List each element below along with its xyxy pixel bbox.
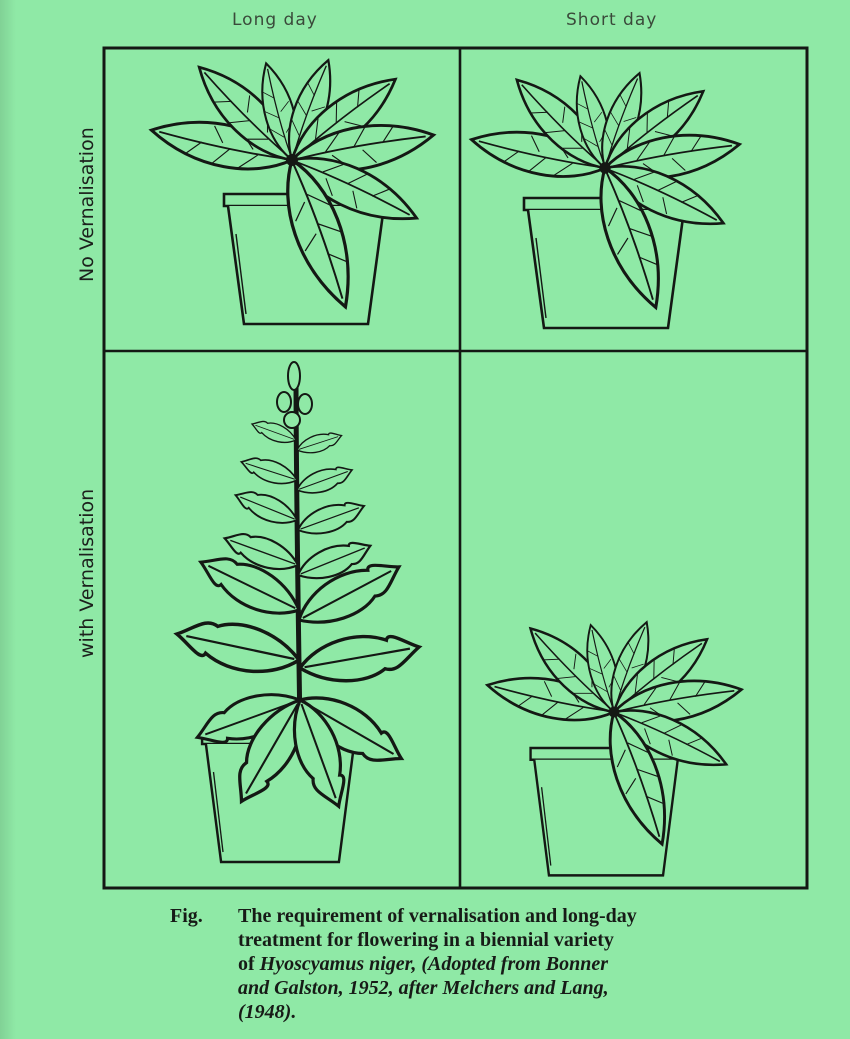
- caption-line-4: and Galston, 1952, after Melchers and La…: [238, 976, 810, 1000]
- caption-line-2: treatment for flowering in a biennial va…: [238, 928, 810, 952]
- caption-line-3-prefix: of: [238, 953, 260, 975]
- plant-no-vern-long-day: [147, 54, 437, 324]
- caption-fig-label: Fig.: [170, 904, 203, 928]
- plant-vern-short-day: [484, 616, 745, 875]
- caption-line-5: (1948).: [238, 1000, 810, 1024]
- caption-line-3-rest: , (Adopted from Bonner: [411, 953, 608, 975]
- plant-no-vern-short-day: [467, 67, 743, 328]
- figure-caption: Fig. The requirement of vernalisation an…: [170, 904, 810, 1024]
- caption-line-1: The requirement of vernalisation and lon…: [238, 904, 810, 928]
- caption-species: Hyoscyamus niger: [260, 953, 412, 975]
- caption-line-3: of Hyoscyamus niger, (Adopted from Bonne…: [238, 952, 810, 976]
- plant-vern-long-day-flowering: [172, 362, 422, 862]
